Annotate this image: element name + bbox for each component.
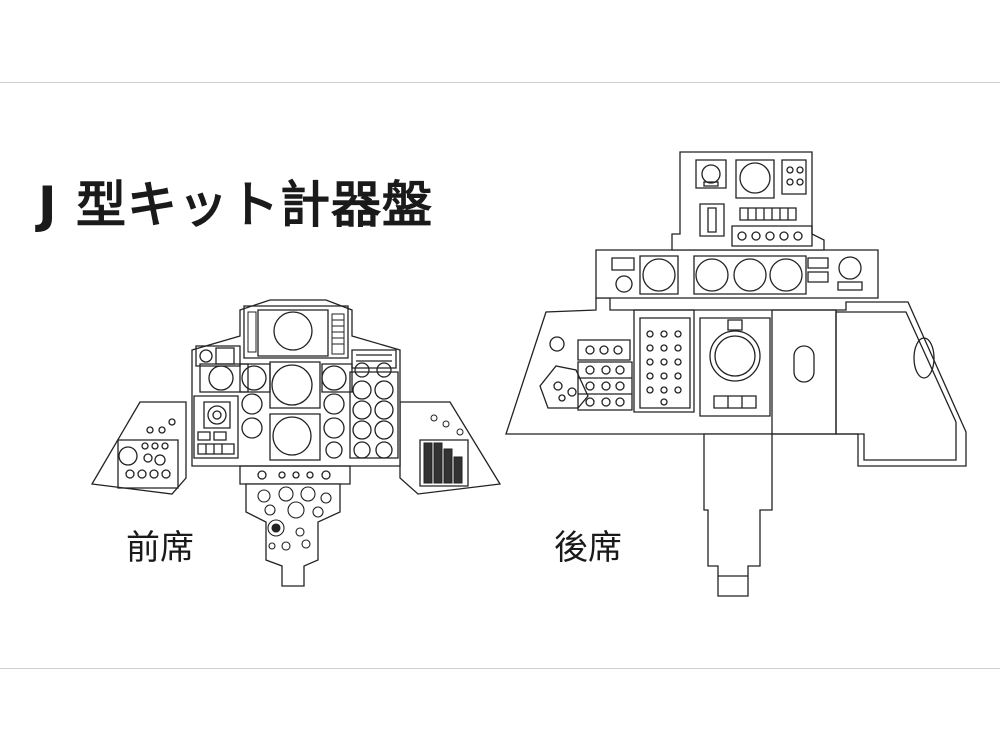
front-seat-panel [92,300,500,586]
rear-left-instruments [540,337,632,410]
front-left-instrument-bank [194,396,238,458]
rear-center-pedestal [704,434,772,596]
front-right-gauge-grid [350,363,398,458]
front-center-gauges [200,362,352,460]
front-seat-label: 前席 [126,528,194,568]
front-left-console [92,402,186,494]
image-frame [0,82,1000,669]
front-hud-display [258,310,328,356]
rear-center-grid-panel [634,310,694,412]
rear-upper-gauges [612,256,862,294]
rear-center-display [700,318,770,416]
rear-seat-label: 後席 [554,528,622,568]
page-title: J 型キット計器盤 [38,176,434,234]
rear-upper-tier [596,250,878,298]
front-top-gauge [274,312,312,350]
rear-top-instruments [696,160,812,246]
front-main-panel [192,300,400,466]
front-left-console-gauges [119,419,175,478]
front-center-pedestal [246,484,340,586]
rear-seat-panel [506,152,966,596]
rear-oval-window [794,346,814,382]
front-right-console-switches [424,415,463,483]
